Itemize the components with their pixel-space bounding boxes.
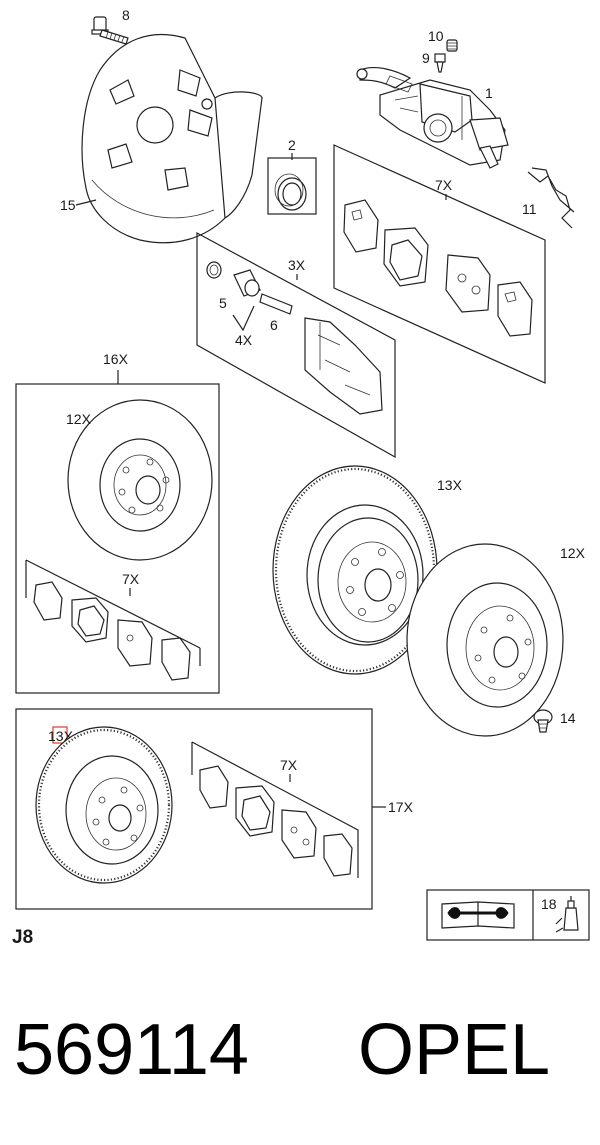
pad-set-bot-7x bbox=[191, 741, 359, 878]
callout-15: 15 bbox=[60, 197, 76, 213]
callout-13x-right: 13X bbox=[437, 477, 463, 493]
wrench-book-icon bbox=[441, 901, 515, 929]
part-number: 569114 bbox=[14, 1010, 249, 1090]
callout-16x: 16X bbox=[103, 351, 129, 367]
callout-8: 8 bbox=[122, 7, 130, 23]
callout-6: 6 bbox=[270, 317, 278, 333]
brake-disc-13x bbox=[272, 465, 438, 675]
callout-11: 11 bbox=[522, 201, 537, 217]
callout-14: 14 bbox=[560, 710, 576, 726]
leader-4x bbox=[232, 305, 255, 332]
brake-disc-12x-right bbox=[406, 543, 564, 737]
pad-set-top-7x bbox=[333, 144, 546, 384]
callout-2: 2 bbox=[288, 137, 296, 153]
brake-caliper-1 bbox=[356, 66, 509, 169]
brake-disc-12x-box bbox=[67, 399, 213, 561]
callout-18: 18 bbox=[541, 896, 557, 912]
spring-clip-11 bbox=[527, 167, 575, 229]
callout-12x-right: 12X bbox=[560, 545, 586, 561]
bleed-screw-9 bbox=[434, 53, 446, 73]
callout-10: 10 bbox=[428, 28, 444, 44]
kit-box-17x bbox=[15, 708, 373, 910]
leader-15 bbox=[75, 199, 97, 206]
callout-7x-mid: 7X bbox=[122, 571, 140, 587]
disc-screw-14 bbox=[533, 709, 553, 733]
brand-name: OPEL bbox=[358, 1010, 550, 1090]
callout-3x: 3X bbox=[288, 257, 306, 273]
callout-7x-top: 7X bbox=[435, 177, 453, 193]
grease-tube-icon bbox=[555, 896, 579, 933]
service-icon-box: 18 bbox=[426, 889, 590, 941]
callout-5: 5 bbox=[219, 295, 227, 311]
callout-1: 1 bbox=[485, 85, 493, 101]
callout-9: 9 bbox=[422, 50, 430, 66]
callout-12x-box: 12X bbox=[66, 411, 92, 427]
sheet-id: J8 bbox=[12, 927, 33, 948]
pad-set-mid-7x bbox=[25, 559, 201, 681]
caliper-bracket-kit-3x bbox=[196, 231, 396, 459]
callout-7x-bot: 7X bbox=[280, 757, 298, 773]
callout-4x: 4X bbox=[235, 332, 253, 348]
callout-17x: 17X bbox=[388, 799, 414, 815]
seal-2 bbox=[267, 157, 317, 215]
highlight-marker bbox=[52, 726, 68, 744]
brake-backing-plate-15 bbox=[81, 34, 264, 244]
bleed-cap-10 bbox=[446, 39, 458, 52]
brake-disc-13x-box bbox=[35, 726, 173, 884]
